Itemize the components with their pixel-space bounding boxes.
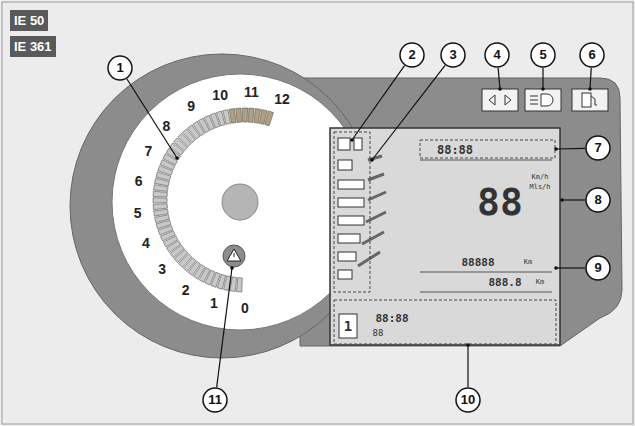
callout-text: 5 <box>530 42 556 68</box>
tach-segment <box>153 191 167 197</box>
callout-text: 3 <box>440 42 466 68</box>
callout-text: 10 <box>455 387 481 413</box>
callout-text: 11 <box>202 387 228 413</box>
tach-number: 1 <box>210 296 218 310</box>
lcd-readout: Mls/h <box>529 184 550 191</box>
tach-segment <box>154 209 169 216</box>
tach-segment <box>265 111 274 126</box>
leader-dot <box>350 138 354 142</box>
leader-dot <box>560 198 564 202</box>
figure-code-tag: IE 50 <box>10 10 48 31</box>
leader-line <box>498 68 500 89</box>
figure-code: IE 361 <box>14 39 52 54</box>
callout-text: 6 <box>579 42 605 68</box>
tach-number: 4 <box>142 236 150 250</box>
leader-dot <box>175 156 179 160</box>
tach-number: 0 <box>241 301 249 315</box>
callout-text: 1 <box>107 55 133 81</box>
leader-line <box>372 65 445 160</box>
tach-number: 8 <box>163 119 171 133</box>
callout-number: 1 <box>107 55 133 81</box>
callout-number: 8 <box>585 187 611 213</box>
lcd-readout: Km <box>536 279 544 286</box>
lcd-readout: 88 <box>477 183 523 221</box>
leader-line <box>217 268 232 387</box>
callout-text: 8 <box>585 187 611 213</box>
tach-number: 7 <box>145 144 153 158</box>
tach-segment <box>153 204 167 210</box>
callout-number: 4 <box>484 42 510 68</box>
leader-line <box>542 68 543 89</box>
tach-segment <box>236 108 242 122</box>
leader-dot <box>554 147 558 151</box>
leader-line <box>467 345 468 387</box>
leader-line <box>127 79 177 158</box>
callout-number: 2 <box>399 42 425 68</box>
tach-segment <box>237 278 243 292</box>
callout-text: 7 <box>585 135 611 161</box>
leader-dot <box>230 266 234 270</box>
lcd-readout: Km/h <box>532 174 549 181</box>
leader-dot <box>370 158 374 162</box>
leader-dot <box>498 87 502 91</box>
lcd-readout: 88:88 <box>437 144 473 156</box>
figure-code: IE 50 <box>14 13 44 28</box>
callout-number: 7 <box>585 135 611 161</box>
lcd-readout: 88 <box>373 329 384 338</box>
callout-text: 4 <box>484 42 510 68</box>
tach-number: 6 <box>135 174 143 188</box>
lcd-readout: 1 <box>344 319 352 333</box>
tach-number: 10 <box>212 88 228 102</box>
tach-segment <box>248 108 254 122</box>
tach-segment <box>229 109 236 124</box>
leader-line <box>556 148 585 150</box>
tach-number: 12 <box>274 92 290 106</box>
leader-line <box>590 68 591 89</box>
lcd-readout: 88888 <box>461 257 494 268</box>
lcd-readout: 888.8 <box>488 277 521 288</box>
leader-line <box>562 199 585 200</box>
callout-number: 6 <box>579 42 605 68</box>
callout-number: 11 <box>202 387 228 413</box>
callout-number: 9 <box>585 255 611 281</box>
leader-dot <box>466 343 470 347</box>
callout-number: 10 <box>455 387 481 413</box>
tach-segment <box>153 198 167 203</box>
leader-dot <box>554 266 558 270</box>
lcd-readout: 88:88 <box>375 313 408 324</box>
tach-number: 5 <box>134 206 142 220</box>
callout-text: 2 <box>399 42 425 68</box>
leader-dot <box>541 87 545 91</box>
tach-number: 3 <box>158 262 166 276</box>
callout-number: 3 <box>440 42 466 68</box>
callout-number: 5 <box>530 42 556 68</box>
leader-dot <box>588 87 592 91</box>
tach-segment <box>242 108 247 122</box>
tach-number: 11 <box>244 85 259 99</box>
leader-line <box>556 267 585 268</box>
callout-text: 9 <box>585 255 611 281</box>
tach-number: 9 <box>187 99 195 113</box>
figure-code-tag: IE 361 <box>10 36 56 57</box>
lcd-readout: Km <box>524 259 532 266</box>
tach-number: 2 <box>182 283 190 297</box>
